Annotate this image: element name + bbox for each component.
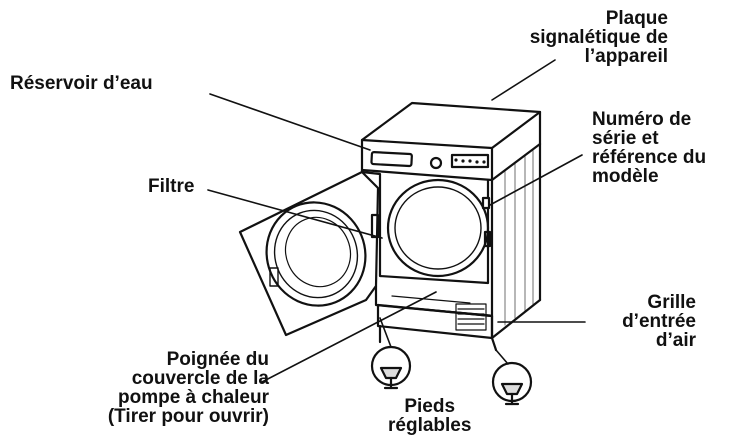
label-numero: Numéro de série et référence du modèle: [592, 109, 707, 187]
label-poignee: Poignée du couvercle de la pompe à chale…: [107, 349, 269, 427]
leader-lines: [207, 59, 586, 383]
label-reservoir: Réservoir d’eau: [10, 73, 153, 94]
foot-magnifier-left: [370, 345, 412, 390]
label-filtre: Filtre: [148, 176, 195, 197]
dryer-cabinet: [360, 101, 542, 340]
label-grille: Grille d’entrée d’air: [622, 292, 696, 351]
drum-opening: [360, 170, 492, 285]
open-door: [238, 170, 380, 337]
label-pieds: Pieds réglables: [388, 396, 472, 436]
control-panel: [370, 151, 490, 170]
label-plaque: Plaque signalétique de l’appareil: [529, 8, 668, 67]
foot-magnifier-right: [491, 361, 533, 406]
air-intake-grille: [455, 303, 487, 331]
plinth: [374, 284, 498, 352]
